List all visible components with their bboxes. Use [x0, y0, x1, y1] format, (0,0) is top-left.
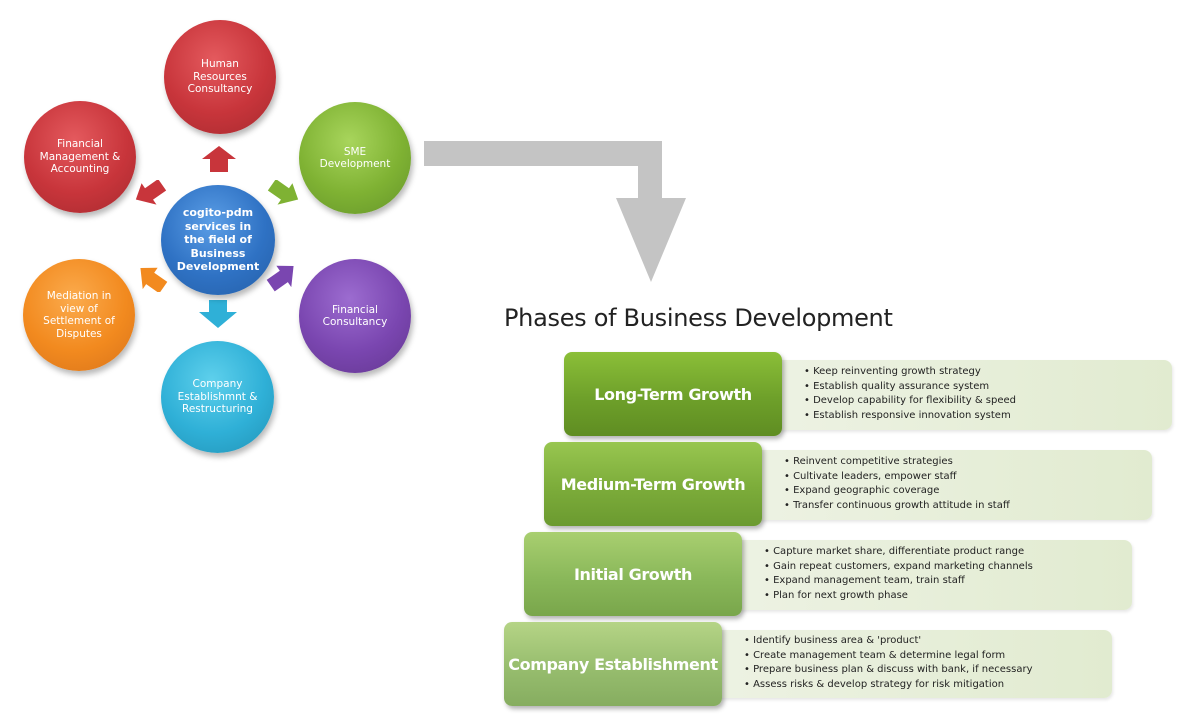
bullet-item: Expand management team, train staff — [764, 574, 1033, 589]
service-company-establishment-label: Company Establishmnt & Restructuring — [177, 378, 258, 416]
bullet-item: Identify business area & 'product' — [744, 634, 1033, 649]
arrow-downleft-icon — [140, 267, 168, 292]
bullet-item: Plan for next growth phase — [764, 589, 1033, 604]
bullet-item: Capture market share, differentiate prod… — [764, 545, 1033, 560]
arrow-down-icon — [199, 300, 237, 328]
bullet-item: Create management team & determine legal… — [744, 649, 1033, 664]
service-mediation-label: Mediation in view of Settlement of Dispu… — [43, 290, 115, 340]
bullet-item: Establish responsive innovation system — [804, 409, 1016, 424]
service-sme-development: SME Development — [299, 102, 411, 214]
phase-initial-box: Initial Growth — [524, 532, 742, 616]
bullet-item: Develop capability for flexibility & spe… — [804, 394, 1016, 409]
phases-title: Phases of Business Development — [504, 304, 893, 332]
bullet-item: Keep reinventing growth strategy — [804, 365, 1016, 380]
phase-long-term-box: Long-Term Growth — [564, 352, 782, 436]
service-financial-consultancy-label: Financial Consultancy — [322, 303, 388, 329]
service-financial-management-label: Financial Management & Accounting — [39, 138, 121, 176]
phase-long-term-bullets: Keep reinventing growth strategy Establi… — [804, 365, 1016, 423]
phase-establishment-label: Company Establishment — [508, 654, 718, 674]
phase-medium-term-bullets: Reinvent competitive strategies Cultivat… — [784, 455, 1010, 513]
center-label: cogito-pdm services in the field of Busi… — [176, 206, 260, 274]
bullet-item: Expand geographic coverage — [784, 484, 1010, 499]
phase-initial-label: Initial Growth — [573, 564, 693, 584]
service-sme-label: SME Development — [319, 145, 391, 171]
phase-medium-term-label: Medium-Term Growth — [560, 474, 746, 494]
service-financial-consultancy: Financial Consultancy — [299, 259, 411, 373]
service-financial-management: Financial Management & Accounting — [24, 101, 136, 213]
service-mediation: Mediation in view of Settlement of Dispu… — [23, 259, 135, 371]
arrow-upleft-icon — [135, 180, 167, 205]
bullet-item: Reinvent competitive strategies — [784, 455, 1010, 470]
phase-medium-term-box: Medium-Term Growth — [544, 442, 762, 526]
bullet-item: Transfer continuous growth attitude in s… — [784, 499, 1010, 514]
phase-establishment-box: Company Establishment — [504, 622, 722, 706]
center-services-circle: cogito-pdm services in the field of Busi… — [161, 185, 275, 295]
bullet-item: Prepare business plan & discuss with ban… — [744, 663, 1032, 678]
bullet-item: Assess risks & develop strategy for risk… — [744, 678, 1033, 693]
phase-establishment-bullets: Identify business area & 'product' Creat… — [744, 634, 1033, 693]
arrow-downright-icon — [266, 265, 294, 292]
bullet-item: Establish quality assurance system — [804, 380, 1016, 395]
service-hr-label: Human Resources Consultancy — [187, 58, 253, 96]
arrow-upright-icon — [267, 180, 299, 205]
arrow-up-icon — [202, 146, 236, 172]
phase-initial-bullets: Capture market share, differentiate prod… — [764, 545, 1033, 603]
bullet-item: Cultivate leaders, empower staff — [784, 470, 1010, 485]
service-company-establishment: Company Establishmnt & Restructuring — [161, 341, 274, 453]
bullet-item: Gain repeat customers, expand marketing … — [764, 560, 1033, 575]
phase-long-term-label: Long-Term Growth — [594, 384, 752, 404]
service-hr-consultancy: Human Resources Consultancy — [164, 20, 276, 134]
